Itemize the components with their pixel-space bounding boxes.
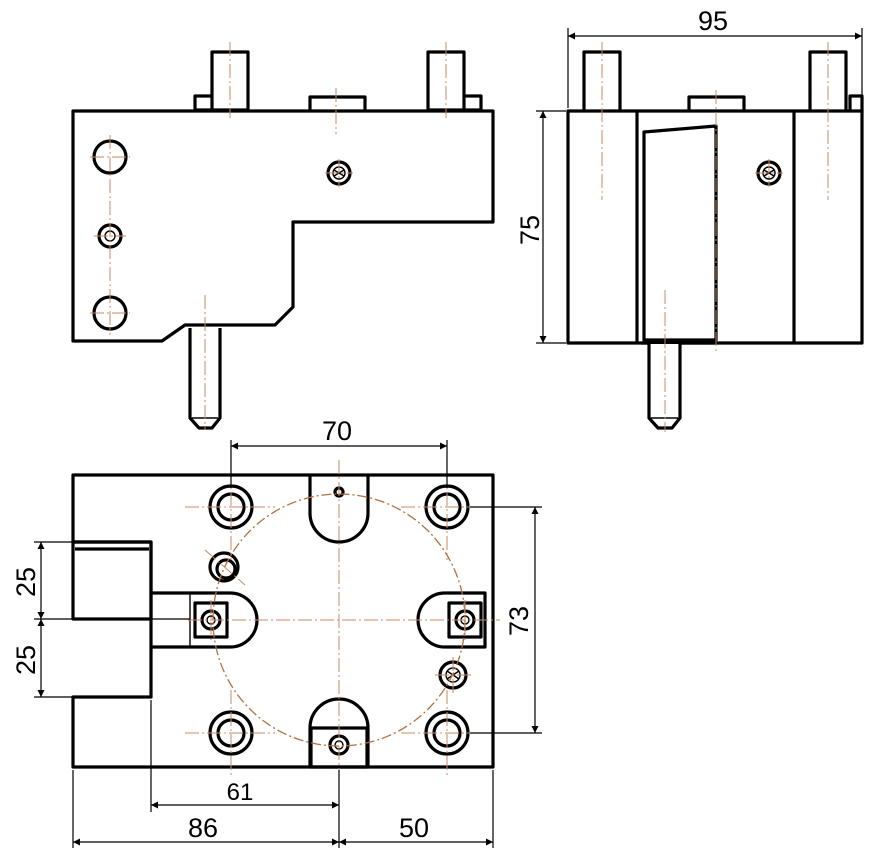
pin-hole xyxy=(208,551,240,583)
dim-61: 61 xyxy=(227,779,254,806)
slot-block xyxy=(71,540,153,621)
side-view: 95 75 xyxy=(515,6,864,432)
dim-25-lower: 25 xyxy=(11,645,41,675)
top-view: 70 73 25 25 61 86 50 xyxy=(11,416,542,848)
pin-collar-left xyxy=(193,94,215,112)
dim-73: 73 xyxy=(504,606,534,636)
front-view xyxy=(71,42,495,430)
dim-86: 86 xyxy=(188,813,218,843)
dim-75: 75 xyxy=(515,215,545,245)
pin-collar-right xyxy=(461,94,483,112)
dim-70: 70 xyxy=(322,416,352,446)
dim-25-upper: 25 xyxy=(11,567,41,597)
front-body-outline xyxy=(71,109,495,343)
dim-50: 50 xyxy=(399,813,429,843)
dim-95: 95 xyxy=(698,6,728,36)
center-block xyxy=(642,124,718,342)
